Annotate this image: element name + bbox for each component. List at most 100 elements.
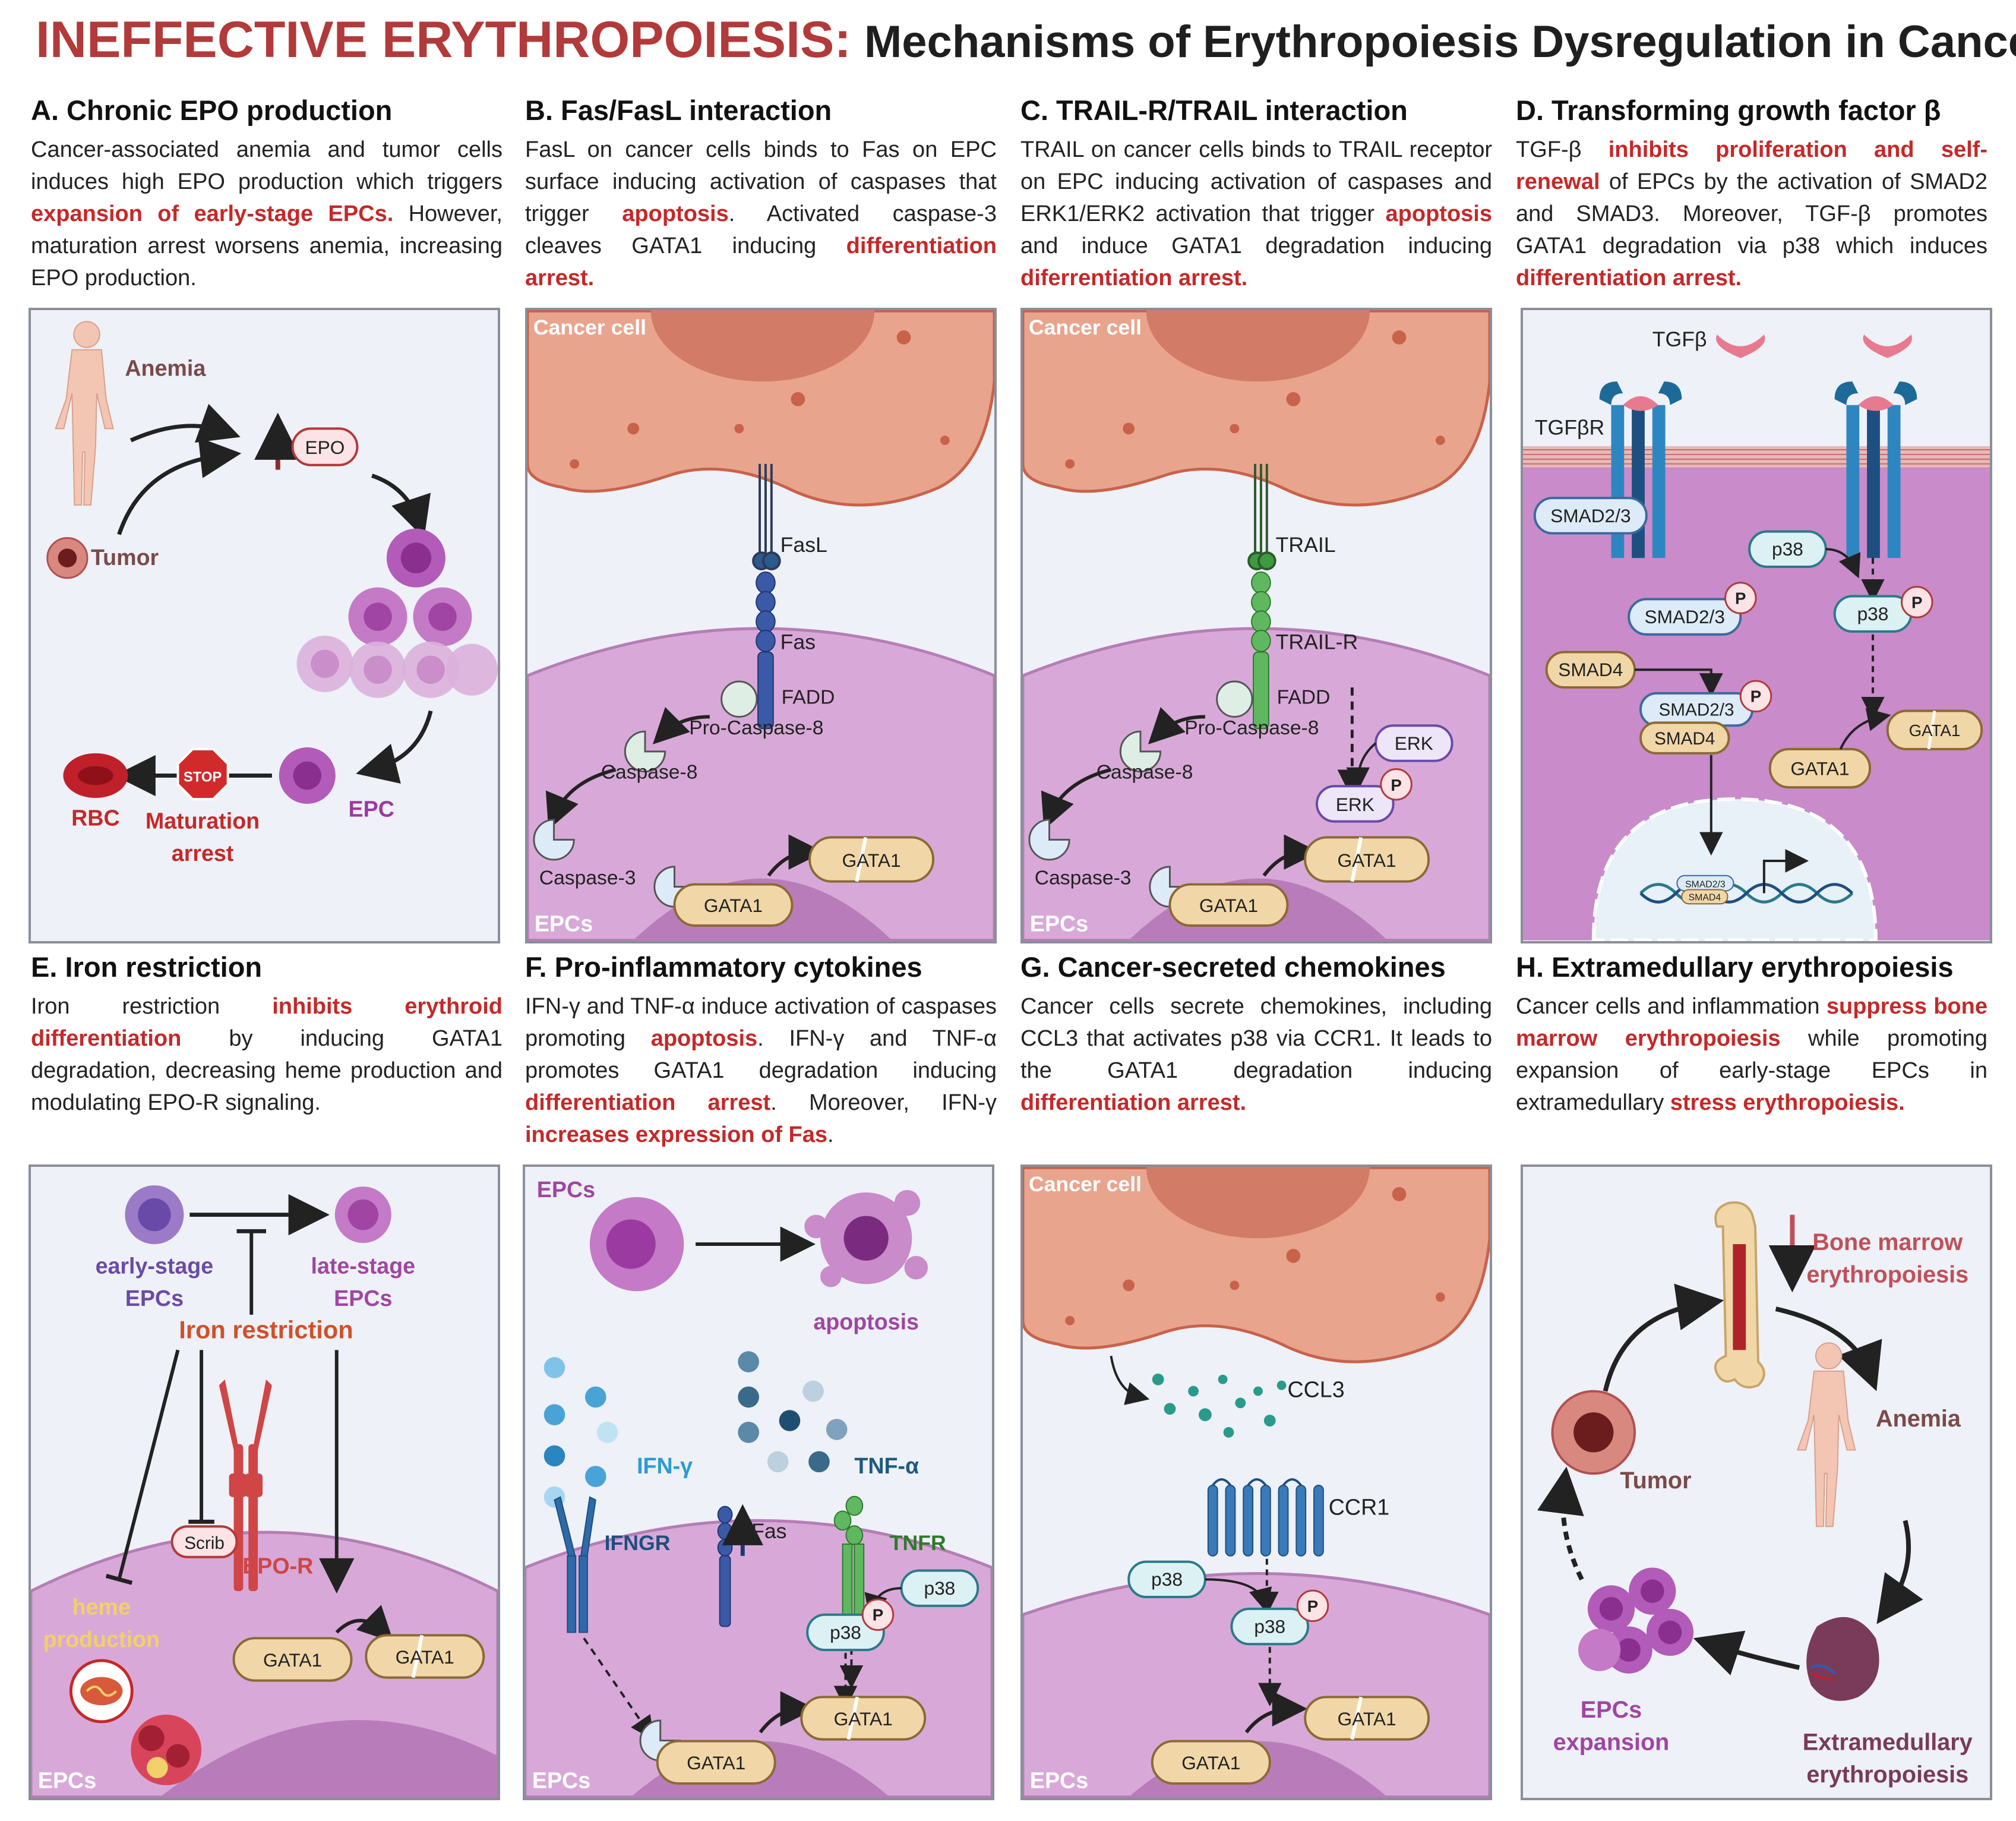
- scrib-label: Scrib: [184, 1533, 225, 1553]
- epcs-label: EPCs: [1030, 911, 1088, 936]
- early-stage-label: early-stage: [96, 1254, 214, 1279]
- dna-smad4-label: SMAD4: [1689, 892, 1721, 902]
- epc-nucleus: [160, 1720, 498, 1797]
- title-highlight: INEFFECTIVE ERYTHROPOIESIS:: [36, 11, 851, 68]
- section-desc: Iron restriction inhibits erythroid diff…: [31, 990, 503, 1119]
- gata1-cleaved-label: GATA1: [834, 1708, 893, 1730]
- epc-label: EPC: [349, 797, 394, 822]
- epc-cell-icon: [589, 1197, 684, 1292]
- epo-receptor-icon: [219, 1379, 272, 1592]
- highlight-text: differentiation arrest.: [1020, 1090, 1247, 1115]
- gata1-cleaved-pill: [800, 1696, 927, 1741]
- cleavage-arrow: [767, 834, 824, 877]
- section-desc: Cancer cells and inflammation suppress b…: [1516, 990, 1987, 1119]
- degradation-arrow: [1244, 1691, 1308, 1734]
- highlight-text: apoptosis: [622, 201, 729, 226]
- trail-label: TRAIL: [1276, 533, 1336, 557]
- phospho-label: P: [1750, 687, 1761, 706]
- section-desc: FasL on cancer cells binds to Fas on EPC…: [525, 134, 997, 294]
- rbc-label: RBC: [71, 806, 119, 831]
- ext-erythropoiesis-label: erythropoiesis: [1806, 1762, 1968, 1788]
- desc-text: TGF-β: [1516, 137, 1609, 162]
- human-figure-icon: [1796, 1342, 1856, 1528]
- p38-label: p38: [1151, 1568, 1183, 1590]
- epcs-label: EPCs: [1030, 1768, 1088, 1793]
- smad-complex-smad4-label: SMAD4: [1654, 729, 1715, 749]
- epc-membrane: [1023, 1572, 1490, 1798]
- tgfbr-receptor-icon: [1834, 381, 1917, 558]
- panel-h-diagram: Bone marrow erythropoiesis Anemia Tumor …: [1521, 1164, 1992, 1800]
- panel-b-svg: Cancer cell FasL Fas FADD Pro-Caspase-8 …: [527, 310, 994, 941]
- fadd-label: FADD: [1277, 687, 1331, 709]
- section-desc: IFN-γ and TNF-α induce activation of cas…: [525, 990, 997, 1151]
- section-desc: Cancer-associated anemia and tumor cells…: [31, 134, 503, 294]
- tumor-icon: [46, 537, 89, 579]
- ccl3-label: CCL3: [1287, 1377, 1344, 1402]
- epcs-label: EPCs: [38, 1768, 96, 1793]
- anemia-label: Anemia: [1876, 1406, 1961, 1432]
- bm-erythropoiesis-label: erythropoiesis: [1806, 1261, 1968, 1287]
- spleen-icon: [1806, 1617, 1879, 1701]
- cleavage-mark: [411, 1634, 424, 1678]
- fadd-icon: [1216, 680, 1253, 718]
- p38-p-pill: [1230, 1607, 1310, 1646]
- gata1-pill: [232, 1637, 353, 1682]
- phospho-label: P: [1391, 776, 1401, 794]
- gata1-label: GATA1: [263, 1649, 322, 1671]
- section-e-text: E. Iron restriction Iron restriction inh…: [31, 951, 503, 1119]
- stop-sign-icon: STOP: [176, 747, 229, 801]
- highlight-text: expansion of early-stage EPCs.: [31, 201, 394, 226]
- tumor-label: Tumor: [91, 545, 159, 570]
- casp8-to-casp3-arrow: [1041, 768, 1112, 830]
- section-title: E. Iron restriction: [31, 951, 263, 983]
- epcs-label: EPCs: [532, 1768, 590, 1793]
- panel-e-diagram: early-stage EPCs late-stage EPCs Iron re…: [29, 1164, 500, 1800]
- late-epcs-label: EPCs: [334, 1286, 392, 1311]
- gata1-cleaved-pill: [1304, 836, 1430, 883]
- gata1-label: GATA1: [687, 1752, 745, 1773]
- section-title: G. Cancer-secreted chemokines: [1020, 951, 1446, 983]
- panel-c-diagram: Cancer cell TRAIL TRAIL-R FADD Pro-Caspa…: [1020, 308, 1492, 943]
- phospho-label: P: [1911, 593, 1922, 611]
- anemia-to-epo-arrow: [129, 403, 241, 443]
- ifng-particles-icon: [544, 1357, 618, 1508]
- highlight-text: differentiation arrest.: [1516, 266, 1742, 291]
- gata1-cleaved-pill: [808, 836, 935, 883]
- fasl-ligand-icon: [752, 463, 781, 570]
- bone-to-anemia-arrow: [1775, 1306, 1882, 1391]
- gata1-cleaved-label: GATA1: [1909, 721, 1961, 740]
- panel-a-diagram: Anemia Tumor EPO EPC STOP Maturation arr…: [29, 308, 500, 943]
- tnfa-label: TNF-α: [854, 1453, 919, 1478]
- tumor-to-epo-arrow: [117, 437, 242, 535]
- cancer-nucleus: [650, 310, 874, 382]
- early-epcs-label: EPCs: [125, 1286, 184, 1311]
- desc-text: However, maturation arrest worsens anemi…: [31, 201, 503, 291]
- late-epc-icon: [334, 1186, 391, 1244]
- erk-label: ERK: [1395, 733, 1433, 754]
- cleavage-mark: [846, 1696, 860, 1740]
- fas-label: Fas: [751, 1519, 786, 1543]
- highlight-text: differentiation arrest: [525, 1090, 771, 1115]
- panel-c-svg: Cancer cell TRAIL TRAIL-R FADD Pro-Caspa…: [1023, 310, 1490, 941]
- trail-receptor-icon: [1251, 571, 1271, 730]
- bone-icon: [1714, 1201, 1765, 1388]
- fadd-icon: [721, 680, 758, 718]
- tgfb-ligand-icon: [1716, 334, 1765, 358]
- fasl-label: FasL: [781, 533, 827, 557]
- highlight-text: apoptosis: [1385, 201, 1492, 226]
- p38-label: p38: [1772, 538, 1803, 560]
- desc-text: .: [827, 1122, 834, 1147]
- smad-complex-smad4-pill: [1639, 721, 1730, 755]
- procaspase-label: Pro-Caspase-8: [689, 717, 823, 739]
- cancer-granules: [1065, 1187, 1445, 1325]
- tumor-label: Tumor: [1620, 1467, 1691, 1494]
- anemia-to-spleen-arrow: [1876, 1520, 1923, 1624]
- desc-text: . Moreover, IFN-γ: [770, 1090, 997, 1115]
- desc-text: Cancer cells and inflammation: [1516, 994, 1827, 1019]
- procaspase-label: Pro-Caspase-8: [1184, 717, 1319, 739]
- scrib-pill: [170, 1525, 238, 1558]
- apoptosis-label: apoptosis: [813, 1309, 919, 1334]
- ifngr-to-gata-arrow: [583, 1637, 654, 1740]
- phospho-label: P: [1307, 1597, 1318, 1615]
- dna-smad23-label: SMAD2/3: [1685, 880, 1726, 890]
